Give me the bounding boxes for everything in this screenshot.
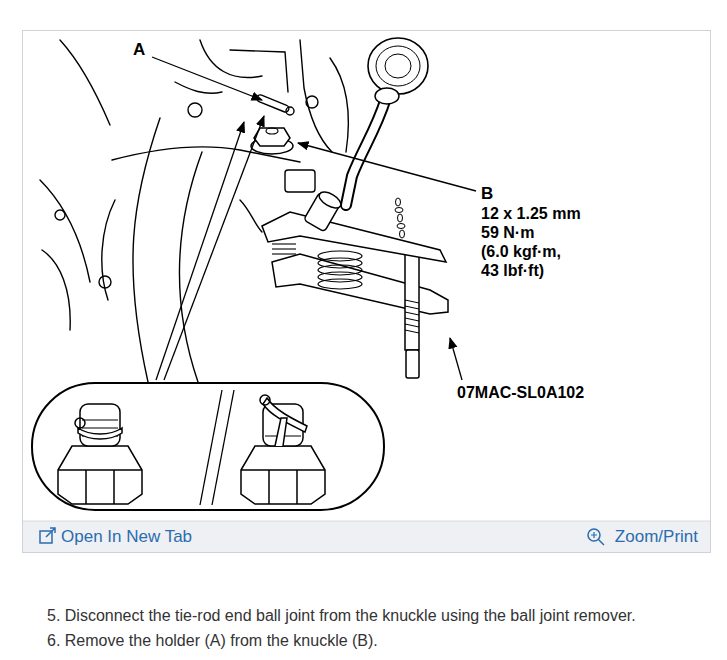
knuckle-drawing — [60, 40, 110, 125]
thread-size: 12 x 1.25 mm — [481, 204, 581, 223]
link-text: Zoom/Print — [615, 527, 698, 547]
tie-rod-end — [375, 88, 399, 104]
knuckle-drawing — [230, 50, 288, 92]
figure-frame — [23, 31, 711, 553]
knuckle-drawing — [200, 40, 262, 78]
ball-joint-remover — [272, 254, 448, 314]
leader-lines — [450, 338, 462, 380]
ball-joint-remover — [262, 189, 448, 378]
tie-rod-end — [346, 38, 428, 205]
ball-joint-remover — [400, 230, 405, 238]
cotter-pin — [256, 94, 294, 115]
torque-value: 59 N·m — [481, 223, 534, 242]
knuckle-drawing — [240, 200, 262, 232]
knuckle-drawing — [42, 250, 70, 330]
knuckle-drawing — [306, 96, 318, 108]
ball-joint-remover — [405, 300, 419, 333]
detail-callout — [241, 470, 325, 504]
detail-callout — [58, 446, 142, 504]
leader-lines — [152, 57, 262, 100]
ball-joint-remover — [405, 300, 419, 303]
callout-letter: B — [481, 184, 493, 204]
knuckle-drawing — [285, 170, 315, 192]
torque-value: (6.0 kgf·m, — [481, 242, 561, 261]
ball-joint-remover — [398, 214, 403, 222]
leader-lines — [298, 143, 476, 191]
detail-callout — [241, 446, 325, 504]
ball-joint-remover — [395, 208, 403, 213]
leader-lines — [164, 116, 264, 380]
procedure-step: 5. Disconnect the tie-rod end ball joint… — [47, 606, 722, 626]
detail-callout — [241, 395, 325, 504]
knuckle-drawing — [133, 118, 160, 382]
ball-joint-remover — [405, 246, 419, 350]
knuckle-drawing — [300, 40, 332, 152]
ball-joint-remover — [272, 243, 296, 244]
cotter-pin — [256, 94, 290, 113]
toolbar-icons — [591, 532, 597, 538]
callout-letter: A — [133, 40, 145, 60]
detail-callout — [58, 404, 142, 504]
detail-callout — [78, 428, 122, 439]
procedure-step: 6. Remove the holder (A) from the knuckl… — [47, 631, 722, 651]
toolbar-icons — [588, 529, 600, 541]
castle-nut — [266, 128, 278, 134]
detail-callout — [32, 383, 384, 510]
knuckle-drawing — [99, 276, 111, 288]
ball-joint-remover — [272, 253, 296, 254]
ball-joint-remover — [405, 312, 419, 315]
ball-joint-remover — [405, 306, 419, 309]
ball-joint-remover — [396, 198, 401, 206]
detail-callout — [275, 418, 287, 446]
tie-rod-end — [376, 46, 420, 86]
ball-joint-remover — [318, 251, 362, 289]
detail-callout — [32, 383, 384, 510]
detail-callout — [260, 395, 270, 405]
detail-callout — [75, 418, 85, 428]
knuckle-drawing — [40, 180, 90, 282]
tie-rod-end — [346, 98, 386, 205]
toolbar-icons — [599, 540, 605, 546]
knuckle-drawing — [188, 103, 202, 117]
leader-lines — [156, 122, 244, 380]
tie-rod-end — [346, 98, 386, 205]
castle-nut — [254, 128, 290, 146]
knuckle-drawing — [102, 200, 115, 300]
torque-value: 43 lbf·ft) — [481, 261, 544, 280]
detail-callout — [200, 390, 222, 505]
tool-number: 07MAC-SL0A102 — [457, 383, 584, 402]
ball-joint-remover — [317, 189, 344, 211]
tie-rod-end — [368, 38, 428, 94]
ball-joint-remover — [318, 279, 362, 289]
ball-joint-remover — [397, 224, 405, 229]
leader-lines — [152, 57, 476, 380]
ball-joint-remover — [272, 244, 296, 254]
figure-frame — [23, 521, 710, 552]
figure-frame — [23, 31, 711, 553]
ball-joint-remover — [395, 198, 405, 238]
ball-joint-remover — [405, 330, 419, 333]
toolbar-icons — [46, 528, 55, 537]
ball-joint-remover — [405, 324, 419, 327]
ball-joint-remover — [272, 248, 296, 249]
knuckle-drawing — [40, 40, 348, 382]
detail-callout — [58, 470, 142, 504]
cotter-pin — [286, 107, 294, 115]
figure-frame — [23, 521, 710, 522]
ball-joint-remover — [406, 350, 419, 378]
detail-callout — [212, 390, 234, 505]
tie-rod-end — [385, 54, 411, 78]
knuckle-drawing — [330, 58, 348, 152]
knuckle-drawing — [175, 82, 222, 93]
ball-joint-remover — [262, 212, 446, 262]
link-text: Open In New Tab — [61, 527, 192, 547]
knuckle-drawing — [55, 210, 65, 220]
ball-joint-remover — [405, 318, 419, 321]
knuckle-drawing — [180, 152, 202, 382]
